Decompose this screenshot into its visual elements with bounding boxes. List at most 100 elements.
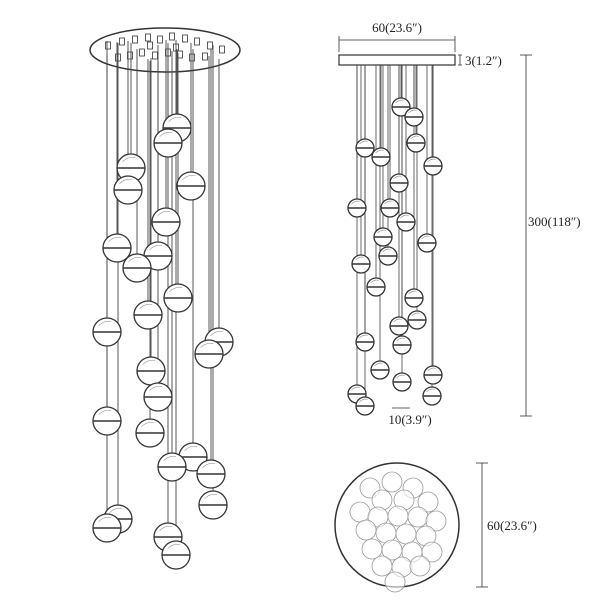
globe-highlight: [202, 462, 216, 468]
globe-pendant: [422, 386, 442, 406]
globe-pendant: [391, 97, 411, 117]
globe-highlight: [410, 135, 419, 140]
canopy-plate: [338, 54, 456, 66]
globe-pendant: [194, 339, 224, 369]
overall-height-label: 300(118″): [528, 214, 581, 229]
globe-highlight: [393, 318, 402, 323]
globe-bottom: [384, 571, 406, 593]
bottom-diameter-label: 60(23.6″): [487, 518, 537, 533]
globe-highlight: [98, 320, 112, 326]
socket-cup: [202, 52, 208, 61]
globe-pendant: [351, 254, 371, 274]
socket-cup: [189, 53, 195, 62]
globe-pendant: [102, 233, 132, 263]
globe-highlight: [426, 388, 435, 393]
socket-cup: [207, 41, 213, 50]
globe-pendant: [406, 133, 426, 153]
globe-pendant: [347, 198, 367, 218]
globe-highlight: [377, 229, 386, 234]
globe-pendant: [92, 513, 122, 543]
socket-cup: [219, 45, 225, 54]
globe-pendant: [136, 356, 166, 386]
globe-bottom: [407, 506, 429, 528]
canopy-width-label: 60(23.6″): [372, 20, 422, 35]
socket-cup: [147, 41, 153, 50]
globe-highlight: [109, 507, 123, 513]
bottom-view: [334, 462, 488, 593]
globe-highlight: [427, 367, 436, 372]
globe-highlight: [204, 493, 218, 499]
globe-pendant: [157, 452, 187, 482]
globe-highlight: [351, 200, 360, 205]
canopy-ellipse: [89, 27, 241, 73]
globe-pendant: [122, 253, 152, 283]
globe-bottom: [361, 538, 383, 560]
globe-highlight: [159, 525, 173, 531]
globe-highlight: [400, 214, 409, 219]
globe-highlight: [119, 178, 133, 184]
globe-highlight: [210, 330, 224, 336]
globe-pendant: [176, 171, 206, 201]
globe-highlight: [421, 235, 430, 240]
globe-pendant: [371, 147, 391, 167]
globe-bottom: [355, 519, 377, 541]
globe-bottom: [349, 501, 371, 523]
globe-highlight: [396, 374, 405, 379]
globe-bottom: [395, 523, 417, 545]
globe-highlight: [98, 409, 112, 415]
globe-highlight: [149, 244, 163, 250]
globe-highlight: [384, 200, 393, 205]
globe-pendant: [370, 360, 390, 380]
globe-highlight: [395, 99, 404, 104]
socket-cup: [105, 41, 111, 50]
globe-pendant: [151, 207, 181, 237]
globe-bottom: [425, 510, 447, 532]
globe-pendant: [417, 233, 437, 253]
globe-pendant: [116, 153, 146, 183]
globe-bottom: [381, 471, 403, 493]
socket-cup: [194, 37, 200, 46]
globe-pendant: [366, 277, 386, 297]
globe-highlight: [382, 248, 391, 253]
bottom-view-globes: [349, 471, 447, 593]
globe-highlight: [157, 210, 171, 216]
front-globes: [347, 97, 443, 416]
globe-pendants: [92, 113, 234, 570]
globe-pendant: [392, 335, 412, 355]
globe-highlight: [408, 109, 417, 114]
socket-cup: [145, 33, 151, 42]
globe-highlight: [159, 131, 173, 137]
globe-highlight: [370, 279, 379, 284]
globe-highlight: [142, 359, 156, 365]
globe-pendant: [423, 156, 443, 176]
overall-height-dimension: [520, 54, 532, 417]
globe-pendant: [404, 107, 424, 127]
globe-highlight: [351, 386, 360, 391]
globe-highlight: [167, 543, 181, 549]
globe-highlight: [375, 149, 384, 154]
globe-pendant: [407, 310, 427, 330]
globe-highlight: [182, 174, 196, 180]
globe-highlight: [169, 286, 183, 292]
socket-cup: [157, 35, 163, 44]
globe-highlight: [200, 342, 214, 348]
globe-pendant: [392, 372, 412, 392]
globe-highlight: [128, 256, 142, 262]
globe-pendant: [389, 316, 409, 336]
canopy-sockets: [105, 32, 225, 62]
canopy-height-label: 3(1.2″): [465, 53, 502, 68]
globe-pendant: [423, 365, 443, 385]
globe-pendant: [135, 418, 165, 448]
globe-pendant: [92, 317, 122, 347]
canopy-height-dimension: [458, 54, 462, 66]
canopy-width-dimension: [338, 36, 456, 52]
globe-pendant: [378, 246, 398, 266]
globe-highlight: [98, 516, 112, 522]
globe-highlight: [427, 158, 436, 163]
globe-highlight: [393, 175, 402, 180]
globe-pendant: [153, 128, 183, 158]
globe-highlight: [411, 312, 420, 317]
globe-pendant: [161, 540, 191, 570]
socket-cup: [132, 35, 138, 44]
